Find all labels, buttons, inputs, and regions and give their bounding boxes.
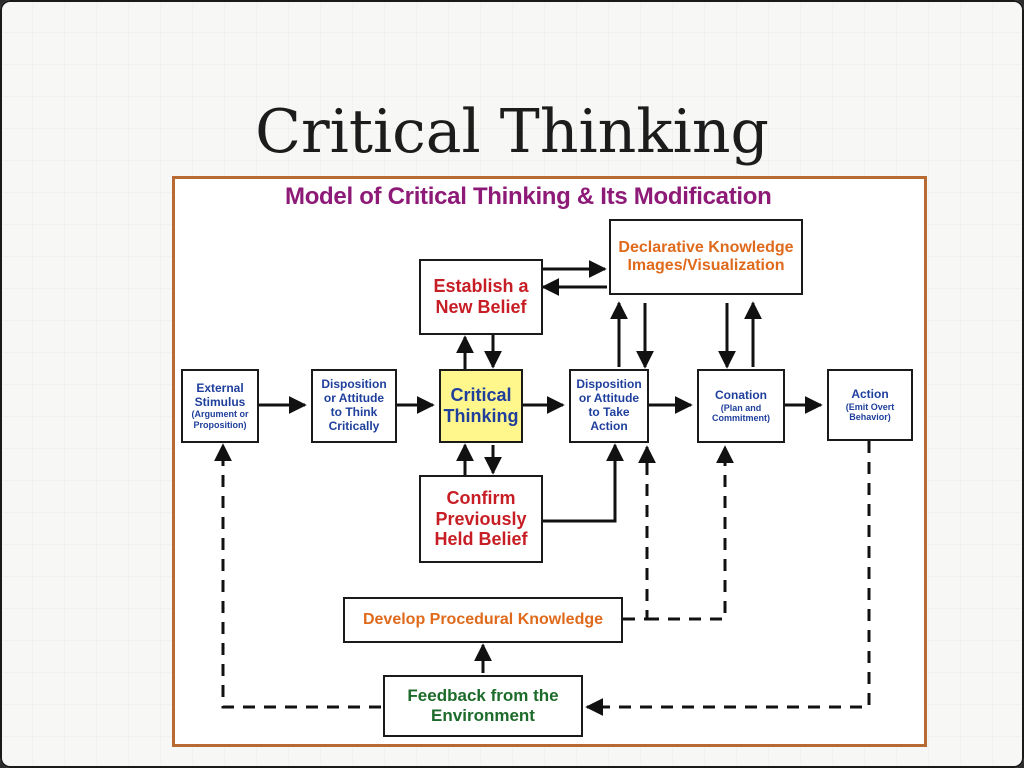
feedback-line2: Environment <box>431 706 535 725</box>
conation-sub1: (Plan and <box>720 402 762 413</box>
confirm-belief-line3: Held Belief <box>434 529 528 550</box>
external-stimulus-line1: External <box>196 380 244 395</box>
box-disposition-think: Disposition or Attitude to Think Critica… <box>311 369 397 443</box>
feedback-line1: Feedback from the <box>407 686 559 706</box>
establish-belief-line1: Establish a <box>433 276 529 297</box>
dashed-action-to-feedback <box>585 441 871 716</box>
action-sub1: (Emit Overt <box>845 401 895 412</box>
box-critical-thinking: Critical Thinking <box>439 369 523 443</box>
box-declarative-knowledge: Declarative Knowledge Images/Visualizati… <box>609 219 803 295</box>
disposition-think-line2: or Attitude <box>323 391 385 406</box>
disposition-think-line3: to Think <box>330 405 378 419</box>
external-stimulus-sub1: (Argument or <box>191 409 249 420</box>
box-procedural-knowledge: Develop Procedural Knowledge <box>343 597 623 643</box>
disposition-action-line3: to Take <box>588 405 630 419</box>
box-action: Action (Emit Overt Behavior) <box>827 369 913 441</box>
slide-title: Critical Thinking <box>255 97 769 167</box>
declarative-knowledge-line2: Images/Visualization <box>627 257 785 274</box>
box-disposition-action: Disposition or Attitude to Take Action <box>569 369 649 443</box>
declarative-knowledge-line1: Declarative Knowledge <box>618 238 794 256</box>
conation-sub2: Commitment) <box>712 412 770 423</box>
disposition-think-line4: Critically <box>328 418 380 433</box>
dashed-feedback-to-stimulus <box>214 443 381 709</box>
external-stimulus-line2: Stimulus <box>194 394 246 409</box>
diagram-arrows <box>214 260 871 716</box>
disposition-action-line1: Disposition <box>576 377 642 392</box>
disposition-action-line2: or Attitude <box>578 391 640 406</box>
confirm-belief-line1: Confirm <box>446 487 516 508</box>
external-stimulus-sub2: Proposition) <box>193 419 247 430</box>
disposition-action-line4: Action <box>590 418 628 433</box>
box-confirm-belief: Confirm Previously Held Belief <box>419 475 543 563</box>
arrow-confirm-to-action-disposition <box>543 443 624 523</box>
action-line1: Action <box>851 386 889 401</box>
critical-thinking-line2: Thinking <box>443 406 519 426</box>
establish-belief-line2: New Belief <box>435 297 527 317</box>
box-establish-belief: Establish a New Belief <box>419 259 543 335</box>
disposition-think-line1: Disposition <box>321 377 387 392</box>
confirm-belief-line2: Previously <box>435 508 527 529</box>
diagram-title: Model of Critical Thinking & Its Modific… <box>285 183 772 210</box>
dashed-procedural-to-action-disposition <box>623 445 656 621</box>
box-external-stimulus: External Stimulus (Argument or Propositi… <box>181 369 259 443</box>
critical-thinking-line1: Critical <box>450 385 512 406</box>
diagram-frame: Model of Critical Thinking & Its Modific… <box>172 176 927 747</box>
box-conation: Conation (Plan and Commitment) <box>697 369 785 443</box>
dashed-procedural-to-conation <box>647 445 734 621</box>
box-feedback: Feedback from the Environment <box>383 675 583 737</box>
procedural-knowledge-line1: Develop Procedural Knowledge <box>362 610 604 628</box>
conation-line1: Conation <box>715 387 767 402</box>
action-sub2: Behavior) <box>849 411 891 422</box>
